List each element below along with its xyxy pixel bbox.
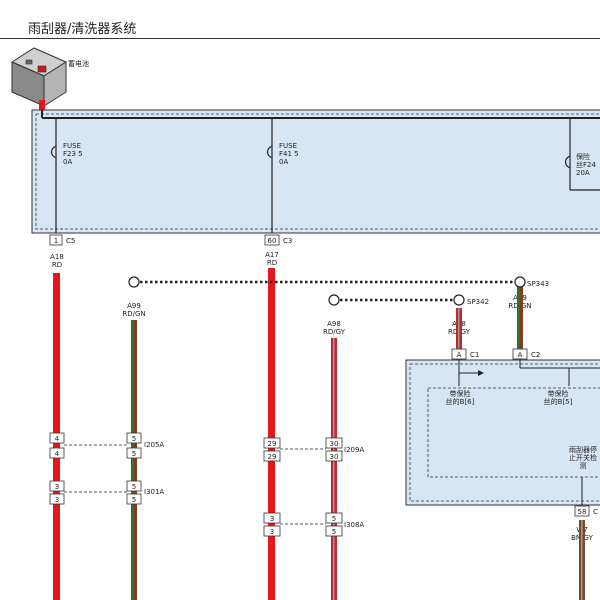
control-module-inner xyxy=(427,387,600,478)
splice-circle-sp343 xyxy=(514,276,526,288)
fuse-symbols xyxy=(50,145,571,169)
wire-a17-color: RD xyxy=(267,259,277,267)
connector-c1-name: C1 xyxy=(470,351,479,359)
module-fuse-b5-l2: 丝的B[5] xyxy=(544,397,573,406)
module-fuse-b5-l1: 带保险 xyxy=(548,389,569,398)
wire-a18-code: A18 xyxy=(50,253,64,261)
module-fuse-b6-l2: 丝的B[6] xyxy=(446,397,475,406)
wire-a18-color: RD xyxy=(52,261,62,269)
connector-c5 xyxy=(49,234,63,246)
connector-c5-pin: 1 xyxy=(54,237,58,245)
connector-c-bottom-pin: 58 xyxy=(578,508,587,516)
i205a-right-pin-top: 5 xyxy=(132,435,136,443)
i301a-left-pin-top: 3 xyxy=(55,483,59,491)
i209a-left-pin-top: 29 xyxy=(268,440,277,448)
i308a-right-pin-bottom: 5 xyxy=(332,528,336,536)
fuse-box-inner-border xyxy=(35,113,600,230)
battery-icon xyxy=(10,47,68,107)
fuse-f24-l2: 丝F24 xyxy=(576,160,596,169)
wire-a99-right xyxy=(517,286,523,350)
module-fuse-b6-l1: 带保险 xyxy=(450,389,471,398)
fuse-f23-l1: FUSE xyxy=(63,142,81,150)
wire-a99-left-color: RD/GN xyxy=(122,310,145,318)
wire-a98-left-code: A98 xyxy=(327,320,341,328)
module-relay-l2: 止开关检 xyxy=(569,453,597,462)
wire-a17-code: A17 xyxy=(265,251,279,259)
inline-i301a xyxy=(49,480,142,505)
splice-circle-a99-left xyxy=(128,276,140,288)
i205a-left-pin-top: 4 xyxy=(55,435,60,443)
connector-c3-name: C3 xyxy=(283,237,292,245)
i209a-label: I209A xyxy=(344,446,364,454)
i301a-label: I301A xyxy=(144,488,164,496)
page-title: 雨刮器/清洗器系统 xyxy=(28,22,137,37)
control-module xyxy=(405,359,600,506)
connector-c3 xyxy=(264,234,280,246)
i301a-right-pin-bottom: 5 xyxy=(132,496,136,504)
connector-c3-pin: 60 xyxy=(268,237,277,245)
i308a-right-pin-top: 5 xyxy=(332,515,336,523)
i301a-right-pin-top: 5 xyxy=(132,483,136,491)
battery-label: 蓄电池 xyxy=(68,59,89,68)
fuse-f41-l1: FUSE xyxy=(279,142,297,150)
fuse-f24-l3: 20A xyxy=(576,169,590,177)
wire-a99-left-code: A99 xyxy=(127,302,141,310)
i308a-left-pin-bottom: 3 xyxy=(270,528,274,536)
connector-c1-pin: A xyxy=(457,351,462,359)
i301a-left-pin-bottom: 3 xyxy=(55,496,59,504)
splice-circle-a98-left xyxy=(328,294,340,306)
fuse-box xyxy=(31,109,600,234)
i205a-label: I205A xyxy=(144,441,164,449)
fuse-f41-l3: 0A xyxy=(279,158,288,166)
wire-a99-left xyxy=(131,320,137,600)
splice-sp343-label: SP343 xyxy=(527,280,549,288)
splice-circle-sp342 xyxy=(453,294,465,306)
i308a-left-pin-top: 3 xyxy=(270,515,274,523)
wire-a17 xyxy=(268,268,275,600)
title-divider xyxy=(0,38,600,39)
i205a-right-pin-bottom: 5 xyxy=(132,450,136,458)
fuse-f23-l2: F23 5 xyxy=(63,150,83,158)
connector-c-bottom-name: C xyxy=(593,508,598,516)
connector-c5-name: C5 xyxy=(66,237,75,245)
connector-c2-name: C2 xyxy=(531,351,540,359)
wire-a98-left-color: RD/GY xyxy=(323,328,346,336)
connector-c2-pin: A xyxy=(518,351,523,359)
inline-i205a xyxy=(49,432,142,459)
i209a-right-pin-top: 30 xyxy=(330,440,339,448)
i209a-right-pin-bottom: 30 xyxy=(330,453,339,461)
arrow-icon xyxy=(478,370,484,376)
connector-c-bottom xyxy=(574,505,590,517)
i308a-label: I308A xyxy=(344,521,364,529)
splice-sp342-label: SP342 xyxy=(467,298,489,306)
fuse-f24-l1: 保险 xyxy=(576,152,590,161)
battery-cable xyxy=(39,100,45,112)
inline-i209a xyxy=(263,437,343,462)
module-relay-l1: 雨刮器停 xyxy=(569,445,597,454)
fuse-f23-l3: 0A xyxy=(63,158,72,166)
inline-i308a xyxy=(263,512,343,537)
control-module-border xyxy=(409,363,600,502)
fuse-f41-l2: F41 5 xyxy=(279,150,299,158)
i209a-left-pin-bottom: 29 xyxy=(268,453,277,461)
module-relay-l3: 测 xyxy=(580,462,587,470)
i205a-left-pin-bottom: 4 xyxy=(55,450,60,458)
